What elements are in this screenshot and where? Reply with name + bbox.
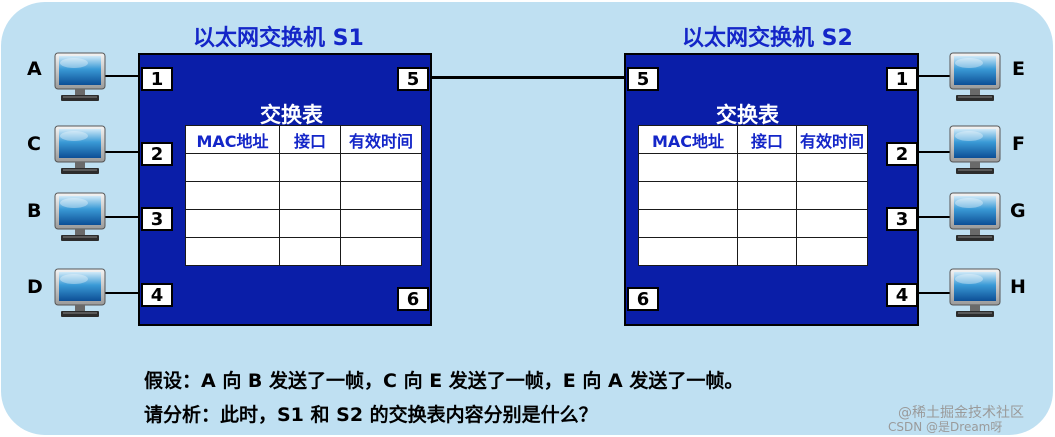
s1-table-title: 交换表 (260, 103, 323, 127)
host-label-c: C (27, 133, 41, 155)
host-h-computer-icon (947, 268, 1003, 320)
host-label-d: D (27, 276, 43, 298)
s1-s2-link (430, 76, 626, 79)
s1-col-mac: MAC地址 (185, 125, 280, 154)
s2-port-6: 6 (627, 287, 659, 311)
s1-col-ttl: 有效时间 (340, 125, 422, 154)
switch-s1-title: 以太网交换机 S1 (193, 26, 364, 51)
s1-port-1: 1 (141, 67, 173, 91)
table-row (185, 181, 422, 210)
host-label-f: F (1012, 133, 1025, 155)
wire-e (917, 75, 955, 77)
s2-port-4: 4 (886, 283, 918, 307)
s1-port-5: 5 (397, 67, 429, 91)
host-d-computer-icon (52, 268, 108, 320)
s2-table-title: 交换表 (716, 103, 779, 127)
question-line-2: 请分析：此时，S1 和 S2 的交换表内容分别是什么？ (144, 404, 598, 426)
s2-port-3: 3 (886, 207, 918, 231)
s1-port-4: 4 (141, 283, 173, 307)
s2-port-2: 2 (886, 142, 918, 166)
host-e-computer-icon (947, 52, 1003, 104)
table-row (185, 153, 422, 182)
host-a-computer-icon (52, 52, 108, 104)
host-label-a: A (27, 58, 42, 80)
watermark-author: CSDN @是Dream呀 (888, 420, 1003, 434)
host-b-computer-icon (52, 192, 108, 244)
wire-c (102, 151, 140, 153)
wire-h (917, 292, 955, 294)
s2-col-port: 接口 (737, 125, 797, 154)
s1-port-3: 3 (141, 207, 173, 231)
switch-s1: 1 2 3 4 5 6 交换表 MAC地址 接口 有效时间 (138, 53, 432, 326)
table-row (638, 181, 868, 210)
s2-col-mac: MAC地址 (638, 125, 738, 154)
s1-col-port: 接口 (279, 125, 341, 154)
host-label-b: B (27, 200, 42, 222)
s2-switch-table: MAC地址 接口 有效时间 (638, 125, 868, 266)
wire-g (917, 216, 955, 218)
s2-col-ttl: 有效时间 (796, 125, 868, 154)
switch-s2: 5 6 1 2 3 4 交换表 MAC地址 接口 有效时间 (624, 53, 919, 326)
host-label-g: G (1010, 200, 1026, 222)
host-c-computer-icon (52, 125, 108, 177)
table-row (638, 237, 868, 266)
wire-d (102, 292, 140, 294)
wire-b (102, 216, 140, 218)
s1-port-6: 6 (397, 287, 429, 311)
s1-switch-table: MAC地址 接口 有效时间 (185, 125, 422, 266)
watermark-site: @稀土掘金技术社区 (898, 405, 1024, 421)
table-row (638, 209, 868, 238)
switch-s2-title: 以太网交换机 S2 (682, 26, 853, 51)
host-g-computer-icon (947, 192, 1003, 244)
table-row (185, 209, 422, 238)
host-label-h: H (1010, 276, 1026, 298)
host-label-e: E (1012, 58, 1025, 80)
table-row (638, 153, 868, 182)
wire-f (917, 151, 955, 153)
s2-port-1: 1 (886, 67, 918, 91)
question-line-1: 假设：A 向 B 发送了一帧，C 向 E 发送了一帧，E 向 A 发送了一帧。 (144, 370, 744, 392)
wire-a (102, 75, 140, 77)
table-row (185, 237, 422, 266)
host-f-computer-icon (947, 125, 1003, 177)
s2-port-5: 5 (627, 67, 659, 91)
s1-port-2: 2 (141, 142, 173, 166)
